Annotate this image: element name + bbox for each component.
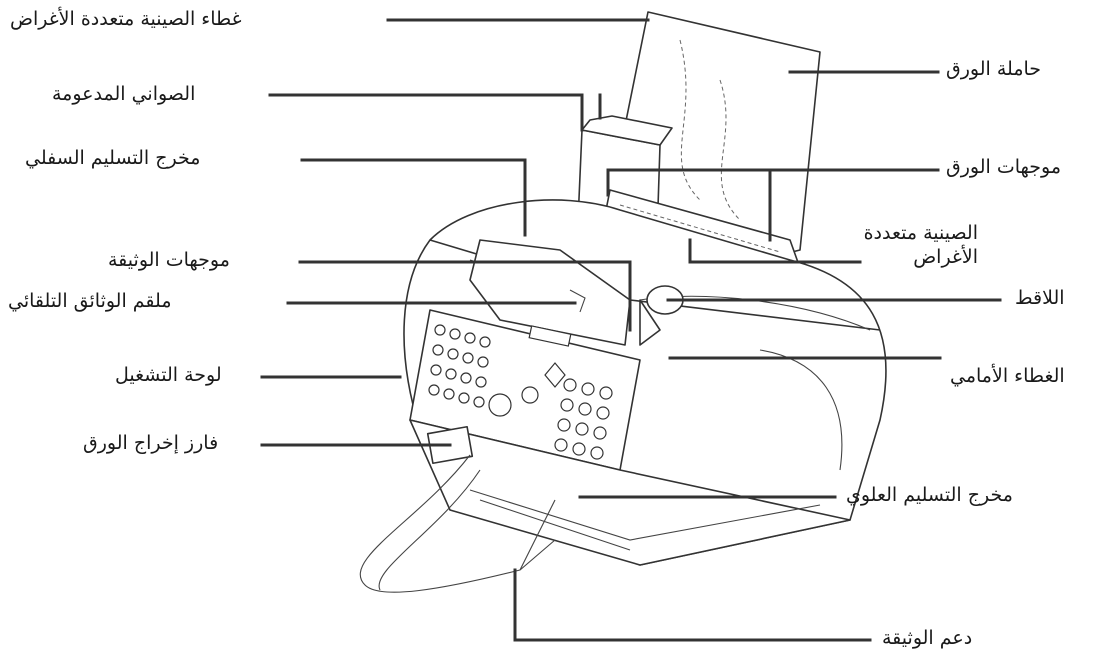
leader-document-support [513, 568, 872, 642]
label-tray-supports: الصواني المدعومة [52, 83, 196, 105]
panel-buttons [428, 324, 613, 460]
label-multipurpose-tray-cover: غطاء الصينية متعددة الأغراض [10, 8, 242, 30]
leader-tray-supports [268, 93, 602, 132]
leader-paper-guides [606, 168, 940, 242]
label-operation-panel: لوحة التشغيل [115, 364, 222, 386]
label-document-guides: موجهات الوثيقة [108, 249, 230, 271]
label-lower-delivery-slot: مخرج التسليم السفلي [25, 147, 201, 169]
label-document-support: دعم الوثيقة [882, 627, 973, 649]
label-multipurpose-tray: الصينية متعددة الأغراض [863, 222, 978, 268]
label-paper-guides: موجهات الورق [946, 156, 1062, 178]
leader-lower-delivery-slot [300, 158, 527, 237]
document-support-wire [359, 454, 556, 593]
front-lower-shape [409, 419, 851, 566]
leader-multipurpose-tray [688, 238, 862, 264]
document-feeder-shape [469, 239, 631, 346]
leader-document-guides [298, 260, 632, 332]
label-front-cover: الغطاء الأمامي [950, 365, 1065, 387]
label-handset-hook: اللاقط [1015, 287, 1065, 309]
label-automatic-document-feeder: ملقم الوثائق التلقائي [8, 290, 172, 312]
label-paper-rest: حاملة الورق [946, 58, 1042, 80]
label-upper-delivery-slot: مخرج التسليم العلوي [846, 484, 1013, 506]
handset-hook-shape [639, 285, 684, 346]
label-paper-release-lever: فارز إخراج الورق [83, 432, 219, 454]
